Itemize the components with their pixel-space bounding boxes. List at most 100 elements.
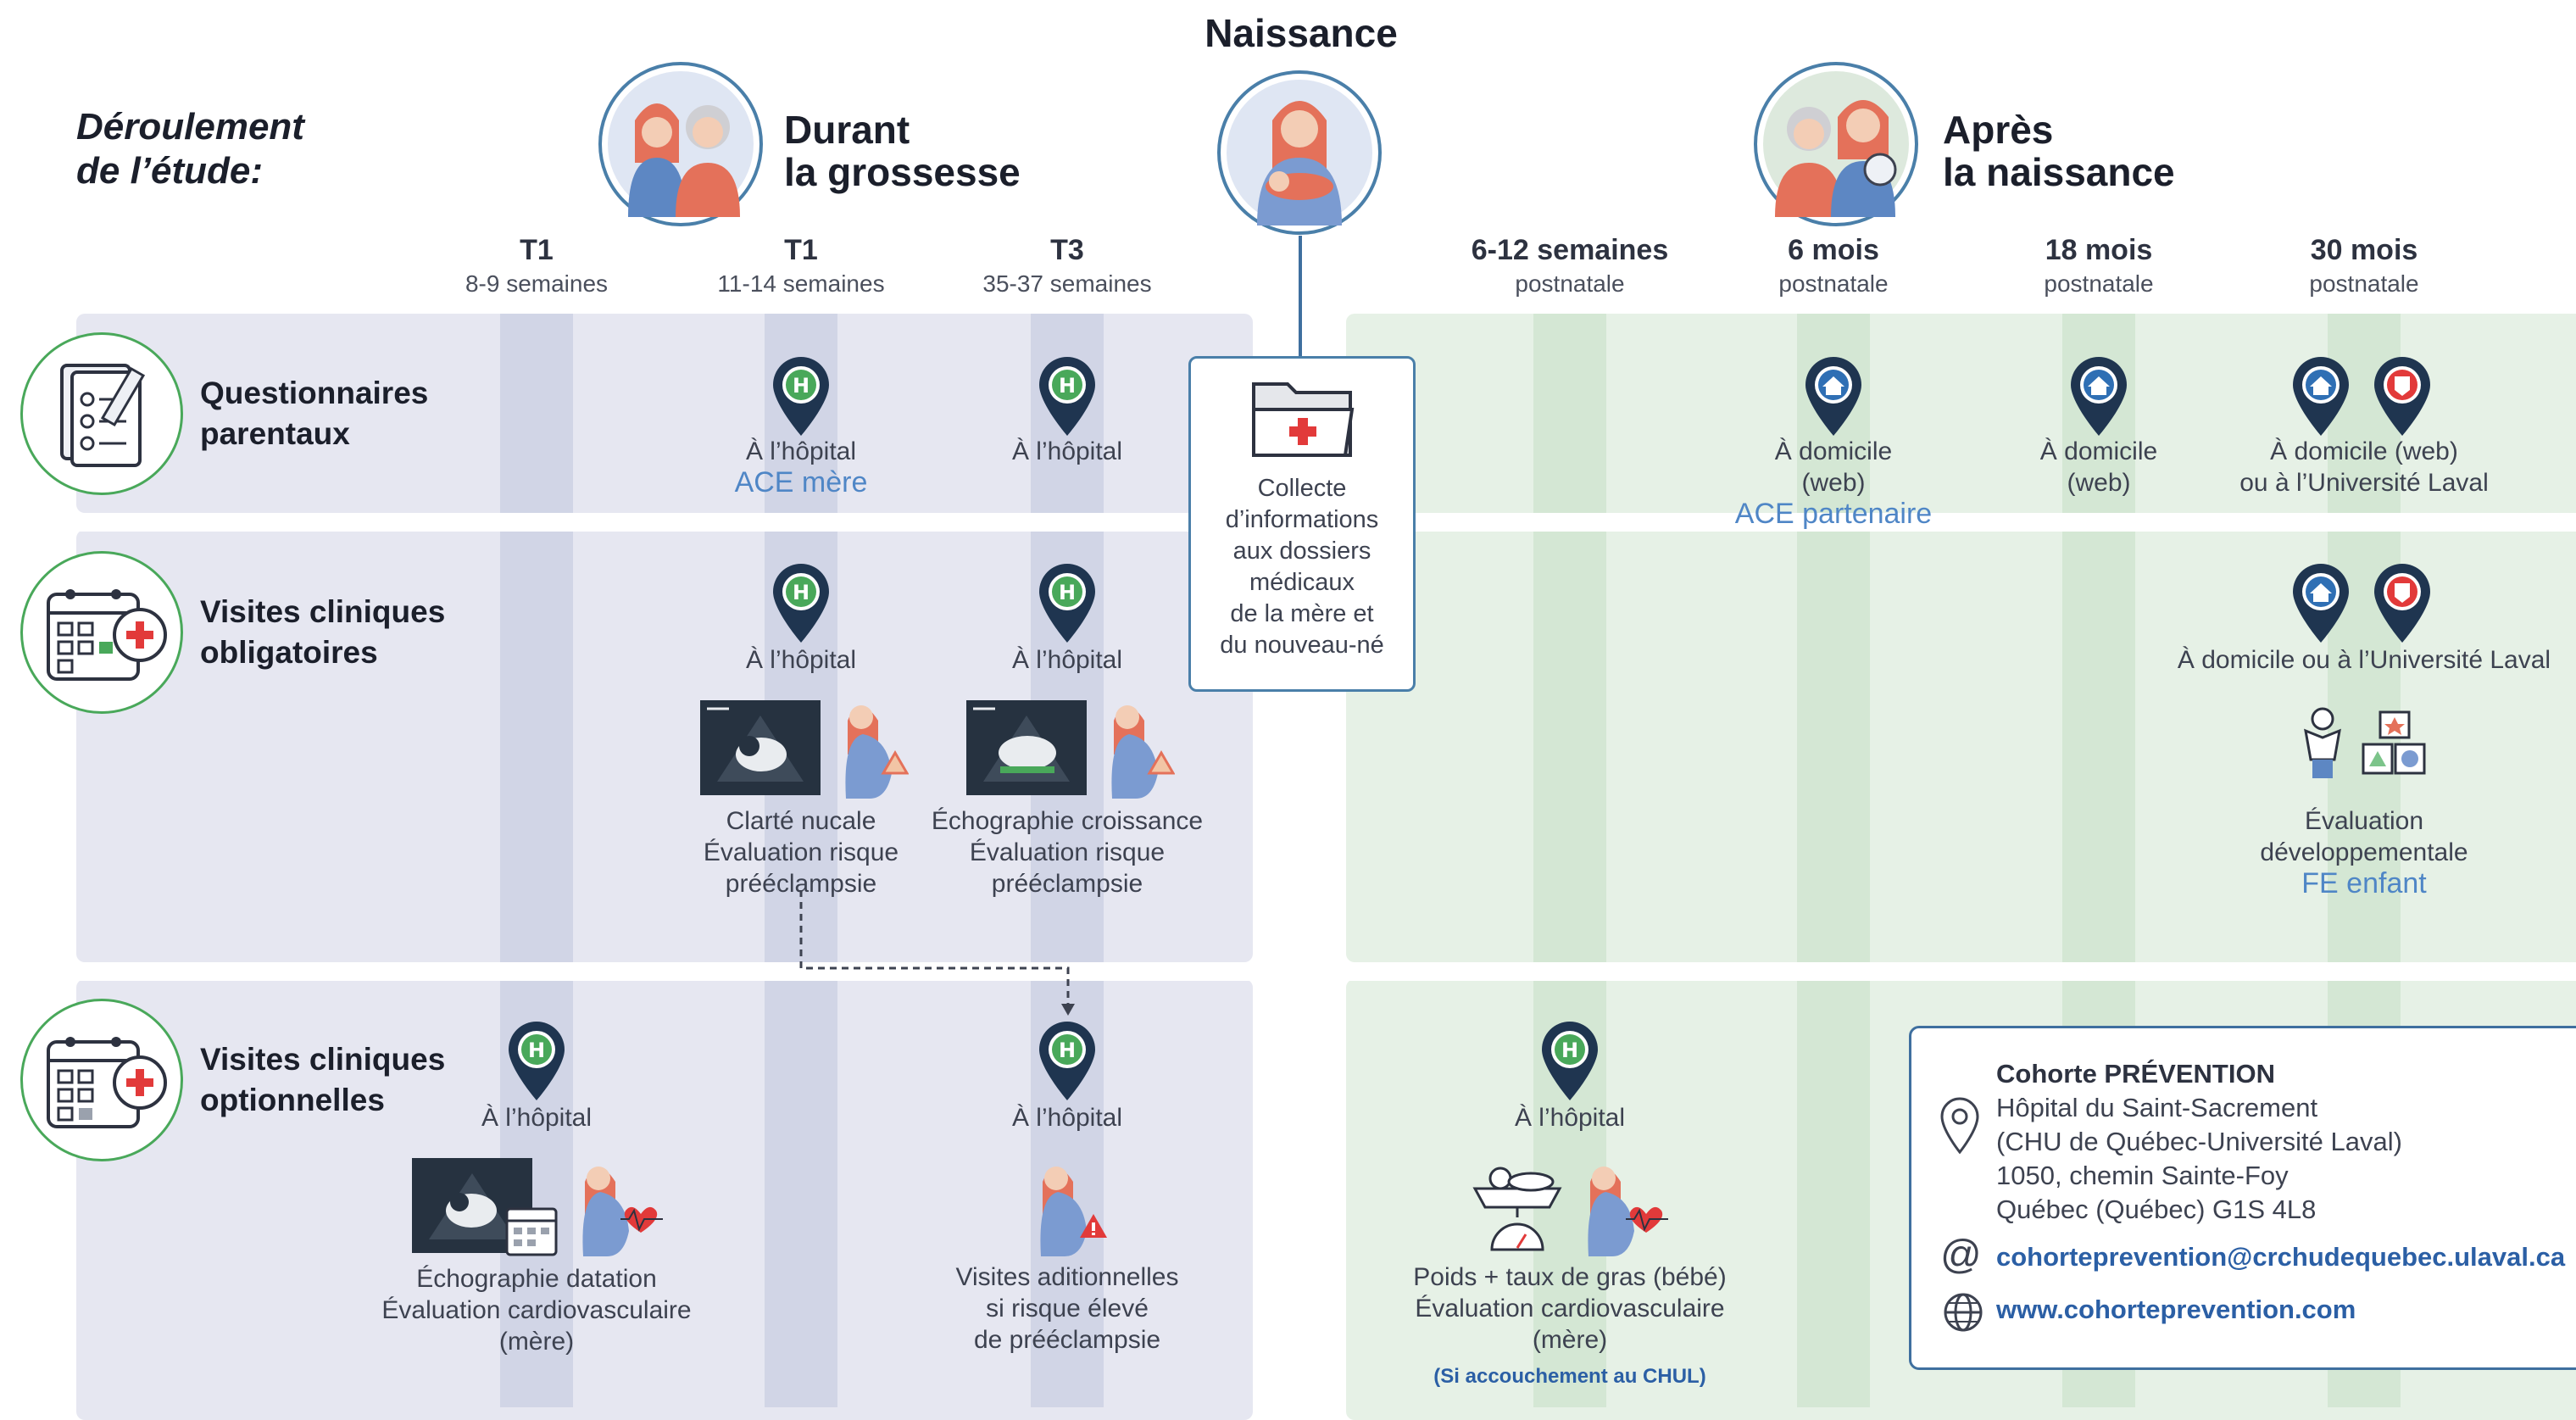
- row-label-line: parentaux: [200, 416, 350, 451]
- column-header-18m: 18 mois postnatale: [1955, 234, 2243, 298]
- chul-note: (Si accouchement au CHUL): [1433, 1365, 1706, 1388]
- study-title-line1: Déroulement: [76, 106, 304, 148]
- hospital-pin-icon: H: [773, 564, 829, 643]
- home-pin-icon: [2071, 357, 2127, 436]
- description-line: Évaluation: [2304, 807, 2424, 835]
- contact-email-link[interactable]: cohorteprevention@crchudequebec.ulaval.c…: [1996, 1242, 2566, 1272]
- column-title: 30 mois: [2310, 234, 2418, 266]
- contact-website-link[interactable]: www.cohorteprevention.com: [1996, 1295, 2356, 1324]
- column-subtitle: 11-14 semaines: [717, 270, 885, 297]
- svg-text:H: H: [1059, 1039, 1076, 1062]
- dashed-arrow-connector: [799, 890, 1075, 1016]
- description-line: Évaluation cardiovasculaire: [1415, 1295, 1725, 1323]
- column-header-30m: 30 mois postnatale: [2220, 234, 2508, 298]
- cell-o-t3-desc: Échographie croissance Évaluation risque…: [906, 805, 1228, 899]
- cell-o-t1b-desc: Clarté nucale Évaluation risque prééclam…: [657, 805, 945, 899]
- location-text: (web): [2067, 469, 2131, 497]
- column-subtitle: 35-37 semaines: [982, 270, 1152, 297]
- column-subtitle: 8-9 semaines: [465, 270, 609, 297]
- cell-q-t3: À l’hôpital: [923, 436, 1211, 467]
- durant-line1: Durant: [784, 108, 910, 152]
- description-line: Échographie datation: [416, 1265, 657, 1293]
- collecte-text: Collecte d’informations aux dossiers méd…: [1191, 473, 1413, 661]
- baby-scale-icon: [1466, 1158, 1568, 1251]
- description-line: (mère): [1532, 1326, 1608, 1354]
- row-label-line: Visites cliniques: [200, 594, 446, 629]
- column-title: T1: [784, 234, 818, 266]
- apres-title: Après la naissance: [1943, 109, 2175, 193]
- contact-card: Cohorte PRÉVENTION Hôpital du Saint-Sacr…: [1909, 1026, 2576, 1370]
- home-pin-icon: [2293, 357, 2349, 436]
- cell-o-30m-desc: Évaluation développementale FE enfant: [2220, 805, 2508, 899]
- hospital-pin-icon: H: [773, 357, 829, 436]
- pregnant-heart-icon: [573, 1153, 666, 1258]
- column-subtitle: postnatale: [2309, 270, 2419, 297]
- location-text: À domicile: [1774, 437, 1893, 465]
- study-title: Déroulement de l’étude:: [76, 105, 304, 193]
- cell-p-t3-place: À l’hôpital: [1011, 1104, 1123, 1132]
- contact-address-line: 1050, chemin Sainte-Foy: [1996, 1161, 2289, 1190]
- column-subtitle: postnatale: [2044, 270, 2154, 297]
- location-text: À l’hôpital: [745, 437, 857, 465]
- birth-illustration-icon: [1216, 70, 1383, 236]
- description-line: Évaluation risque: [969, 838, 1166, 866]
- row-label-obligatoires: Visites cliniques obligatoires: [200, 592, 445, 673]
- university-pin-icon: [2374, 564, 2430, 643]
- description-line: de prééclampsie: [973, 1326, 1161, 1354]
- column-title: 6-12 semaines: [1471, 234, 1669, 266]
- cell-p-612-desc: Poids + taux de gras (bébé) Évaluation c…: [1375, 1261, 1765, 1392]
- family-illustration-icon: [1753, 61, 1919, 227]
- pregnant-risk-icon: [1031, 1153, 1112, 1258]
- hospital-pin-icon: H: [1039, 357, 1095, 436]
- collecte-line: du nouveau-né: [1220, 632, 1384, 659]
- cell-q-t1b: À l’hôpital ACE mère: [657, 436, 945, 498]
- ace-mere-tag: ACE mère: [734, 466, 868, 498]
- row-label-line: optionnelles: [200, 1083, 385, 1117]
- column-header-6-12: 6-12 semaines postnatale: [1426, 234, 1714, 298]
- location-pin-icon: [1939, 1096, 1981, 1155]
- column-strip-t1b: [765, 314, 837, 1407]
- ultrasound-calendar-icon: [412, 1158, 559, 1258]
- child-development-icon: [2295, 705, 2434, 790]
- description-line: si risque élevé: [986, 1295, 1149, 1323]
- description-line: développementale: [2260, 838, 2468, 866]
- svg-text:H: H: [793, 374, 810, 398]
- column-title: T3: [1050, 234, 1084, 266]
- row-label-line: Questionnaires: [200, 376, 429, 410]
- ace-partenaire-tag: ACE partenaire: [1734, 498, 1933, 530]
- location-text: (web): [1801, 469, 1866, 497]
- column-header-t1a: T1 8-9 semaines: [392, 234, 681, 298]
- collecte-box: Collecte d’informations aux dossiers méd…: [1188, 356, 1416, 692]
- home-pin-icon: [2293, 564, 2349, 643]
- svg-text:H: H: [1059, 374, 1076, 398]
- pregnant-heart-icon: [1578, 1153, 1672, 1258]
- column-header-6m: 6 mois postnatale: [1689, 234, 1978, 298]
- svg-text:H: H: [1561, 1039, 1578, 1062]
- collecte-line: Collecte: [1257, 475, 1347, 502]
- naissance-title: Naissance: [1205, 11, 1398, 55]
- hospital-pin-icon: H: [1039, 564, 1095, 643]
- column-subtitle: postnatale: [1778, 270, 1889, 297]
- contact-address-line: Hôpital du Saint-Sacrement: [1996, 1093, 2318, 1122]
- pregnant-risk-icon: [836, 692, 910, 800]
- cell-p-t1a-desc: Échographie datation Évaluation cardiova…: [359, 1263, 715, 1357]
- cell-p-612-place: À l’hôpital: [1514, 1104, 1626, 1132]
- durant-title: Durant la grossesse: [784, 109, 1021, 193]
- description-line: Échographie croissance: [931, 807, 1204, 835]
- cell-q-30m: À domicile (web) ou à l’Université Laval: [2203, 436, 2525, 498]
- cell-p-t3-desc: Visites aditionnelles si risque élevé de…: [915, 1261, 1220, 1356]
- collecte-line: médicaux: [1249, 569, 1355, 596]
- column-title: 18 mois: [2045, 234, 2153, 266]
- row-label-questionnaires: Questionnaires parentaux: [200, 373, 428, 454]
- home-pin-icon: [1805, 357, 1861, 436]
- description-line: prééclampsie: [991, 870, 1143, 898]
- contact-address-line: (CHU de Québec-Université Laval): [1996, 1127, 2402, 1156]
- globe-icon: [1942, 1291, 1984, 1334]
- column-title: T1: [520, 234, 554, 266]
- ultrasound-icon: [700, 700, 821, 795]
- questionnaire-icon: [20, 332, 183, 495]
- durant-line2: la grossesse: [784, 150, 1021, 194]
- row-label-line: Visites cliniques: [200, 1042, 446, 1077]
- row-label-line: obligatoires: [200, 635, 378, 670]
- cell-q-6m: À domicile (web) ACE partenaire: [1672, 436, 1995, 530]
